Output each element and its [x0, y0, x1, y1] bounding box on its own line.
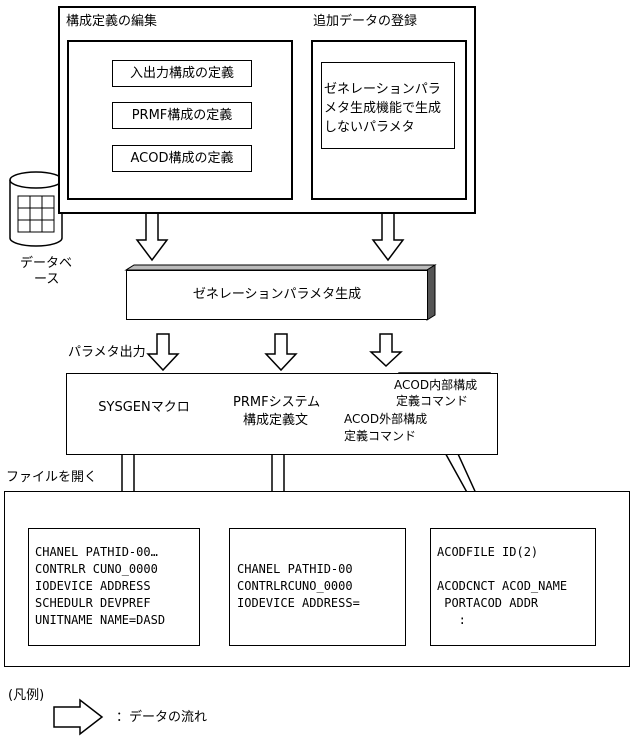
flow-arrow-edit-to-generator [135, 205, 169, 262]
file1-line-2: CONTRLR CUNO_0000 [35, 562, 158, 576]
database-icon [9, 171, 63, 247]
prmf-label-line2: 構成定義文 [243, 413, 309, 428]
edit-item-prmf: PRMF構成の定義 [112, 102, 252, 129]
flow-arrow-to-sysgen [146, 333, 180, 372]
files-section-title: ファイルを開く [6, 470, 98, 485]
param-output-box [66, 373, 498, 455]
sysgen-label: SYSGENマクロ [98, 400, 190, 415]
file2-line-2: CONTRLRCUNO_0000 [237, 579, 353, 593]
file3-line-1: ACODFILE ID(2) [437, 545, 539, 559]
acod-external-label-line1: ACOD外部構成 [344, 412, 428, 426]
database-label-line2: ース [34, 272, 60, 287]
edit-section-title: 構成定義の編集 [66, 14, 158, 29]
flow-arrow-to-acod [369, 333, 403, 368]
legend-title: (凡例) [8, 688, 45, 703]
acod-internal-label-line2: 定義コマンド [396, 394, 469, 408]
flow-arrow-additional-to-generator [371, 205, 405, 262]
file1-line-1: CHANEL PATHID-00… [35, 545, 158, 559]
acod-external-label-line2: 定義コマンド [344, 429, 417, 443]
file1-line-4: SCHEDULR DEVPREF [35, 596, 151, 610]
file3-box [430, 528, 596, 646]
edit-item-io: 入出力構成の定義 [112, 60, 252, 87]
prmf-label-line1: PRMFシステム [233, 395, 321, 410]
file3-line-4: PORTACOD ADDR [437, 596, 539, 610]
flow-arrow-to-prmf [264, 333, 298, 372]
edit-item-acod: ACOD構成の定義 [112, 145, 252, 172]
file2-box [229, 528, 406, 646]
file3-line-3: ACODCNCT ACOD_NAME [437, 579, 568, 593]
file1-line-5: UNITNAME NAME=DASD [35, 613, 166, 627]
file1-line-3: IODEVICE ADDRESS [35, 579, 151, 593]
acod-internal-label-line1: ACOD内部構成 [394, 378, 478, 392]
param-output-title: パラメタ出力 [68, 345, 146, 360]
file2-line-1: CHANEL PATHID-00 [237, 562, 353, 576]
file3-line-5: : [437, 613, 466, 627]
generator-bar: ゼネレーションパラメタ生成 [126, 270, 428, 320]
database-label-line1: データベ [20, 256, 73, 271]
legend-text: ：データの流れ [116, 710, 208, 725]
file1-box [28, 528, 200, 646]
additional-note-box [321, 62, 455, 149]
additional-section-title: 追加データの登録 [313, 14, 418, 29]
file2-line-3: IODEVICE ADDRESS= [237, 596, 360, 610]
additional-note-text: ゼネレーションパラメタ生成機能で生成しないパラメタ [324, 82, 442, 135]
legend-arrow-icon [53, 698, 104, 736]
